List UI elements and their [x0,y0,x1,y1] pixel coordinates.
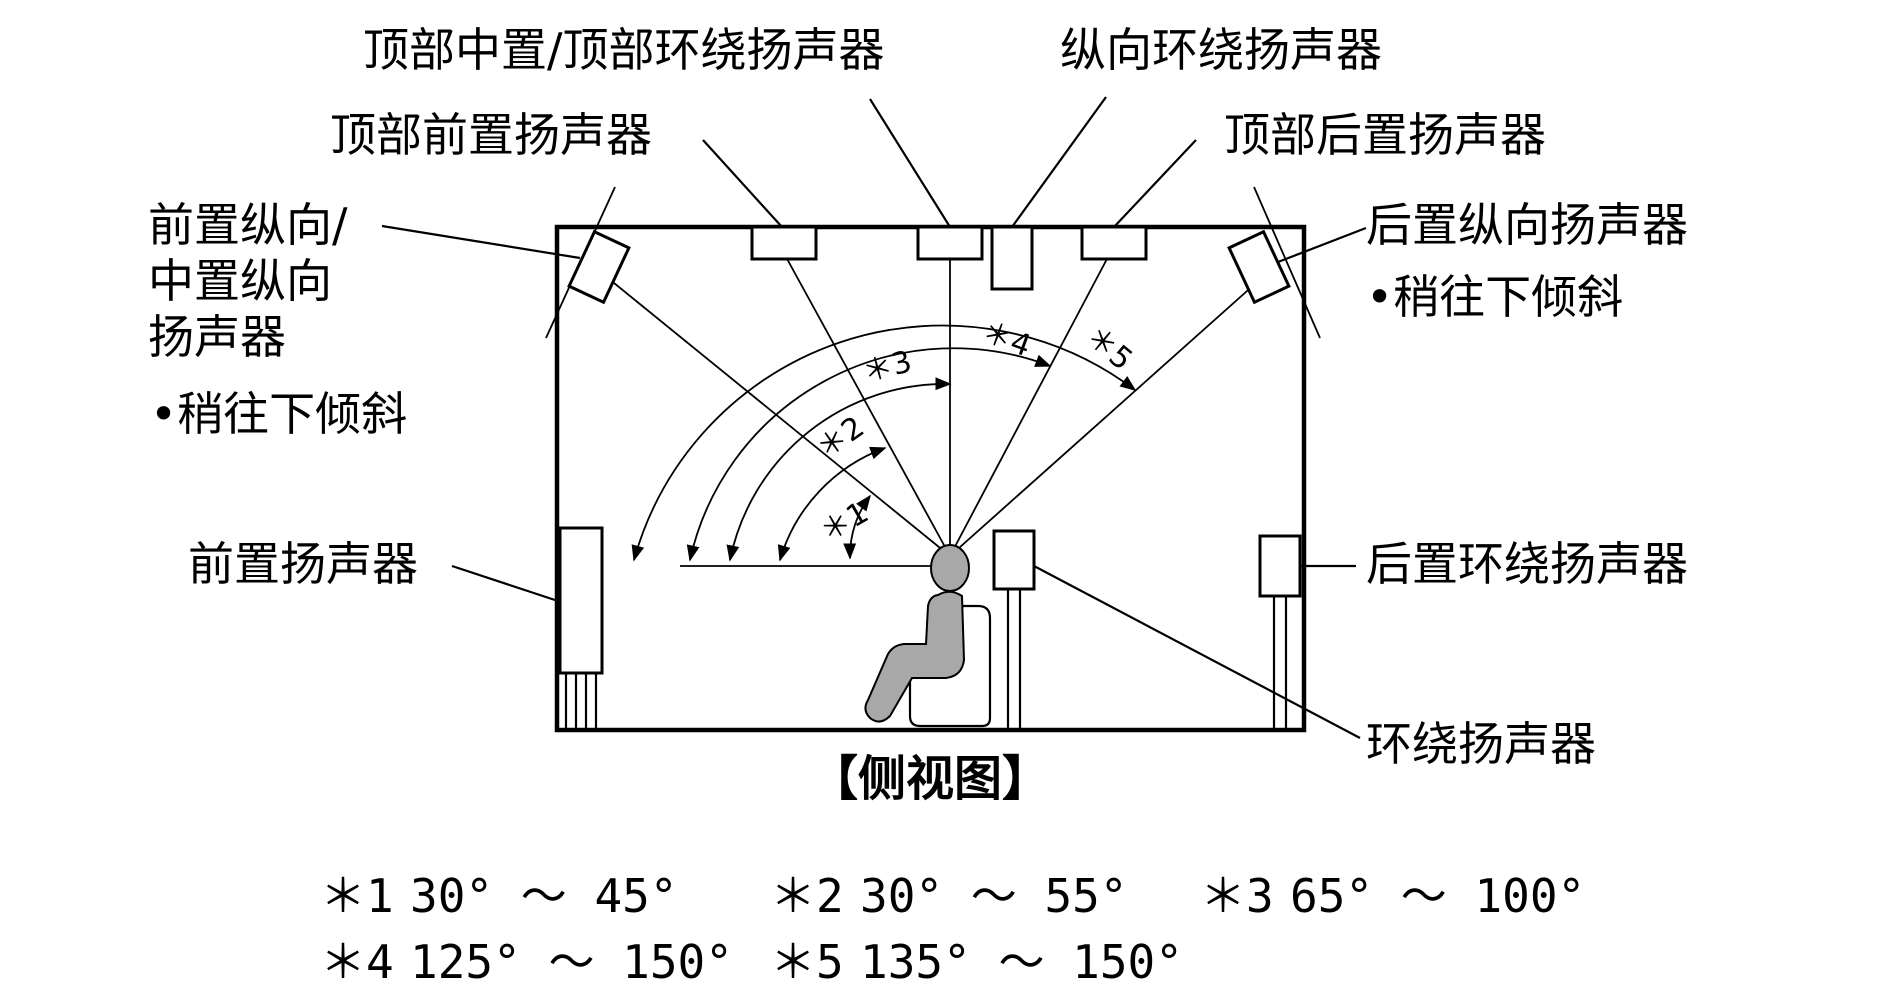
label-rear-surround: 后置环绕扬声器 [1366,537,1688,591]
front-height-speaker [567,229,631,305]
caption-side-view: 【侧视图】 [810,751,1050,807]
label-top-rear: 顶部后置扬声器 [1224,108,1546,162]
angle-mark-3: ＊3 [859,344,915,391]
angle-mark-5: ＊5 [1079,319,1139,377]
listener [864,544,970,723]
sight-lines [613,256,1257,557]
label-vertical-surround: 纵向环绕扬声器 [1060,23,1382,77]
range-mark-3: ＊3 [1200,869,1274,923]
label-top-middle-top-surround: 顶部中置/顶部环绕扬声器 [363,23,885,77]
top-rear-speaker [1080,225,1148,261]
label-top-front: 顶部前置扬声器 [330,108,652,162]
range-value-1: 30° ～ 45° [410,869,678,923]
angle-mark-4: ＊4 [977,315,1035,365]
label-surround: 环绕扬声器 [1366,717,1596,771]
surround-speaker-stand [1006,589,1022,730]
range-value-5: 135° ～ 150° [860,935,1183,989]
range-mark-2: ＊2 [770,869,844,923]
label-front-height-line3: 扬声器 [148,310,286,364]
rear-height-mount-line [1253,186,1321,339]
range-value-2: 30° ～ 55° [860,869,1128,923]
range-value-4: 125° ～ 150° [410,935,733,989]
rear-surround-speaker-stand [1272,596,1288,730]
top-front-speaker [750,225,818,261]
label-front-height-line2: 中置纵向 [148,254,332,308]
range-mark-4: ＊4 [320,935,394,989]
vertical-surround-speaker [990,225,1034,291]
top-middle-speaker [916,225,984,261]
range-value-3: 65° ～ 100° [1290,869,1585,923]
range-mark-1: ＊1 [320,869,394,923]
angle-arcs [631,324,1137,562]
surround-speaker [992,529,1036,591]
label-front: 前置扬声器 [188,537,418,591]
front-speaker [558,526,604,675]
front-speaker-stand [564,673,598,730]
leader-lines [381,96,1367,739]
rear-height-speaker [1227,229,1291,305]
range-mark-5: ＊5 [770,935,844,989]
label-front-height-note: •稍往下倾斜 [150,387,407,441]
label-rear-height-note: •稍往下倾斜 [1366,270,1623,324]
angle-range-legend: ＊1 30° ～ 45° ＊2 30° ～ 55° ＊3 65° ～ 100° … [320,869,1585,989]
rear-surround-speaker [1258,534,1302,598]
chair [908,604,992,728]
label-rear-height: 后置纵向扬声器 [1366,198,1688,252]
label-front-height-line1: 前置纵向/ [148,198,348,252]
